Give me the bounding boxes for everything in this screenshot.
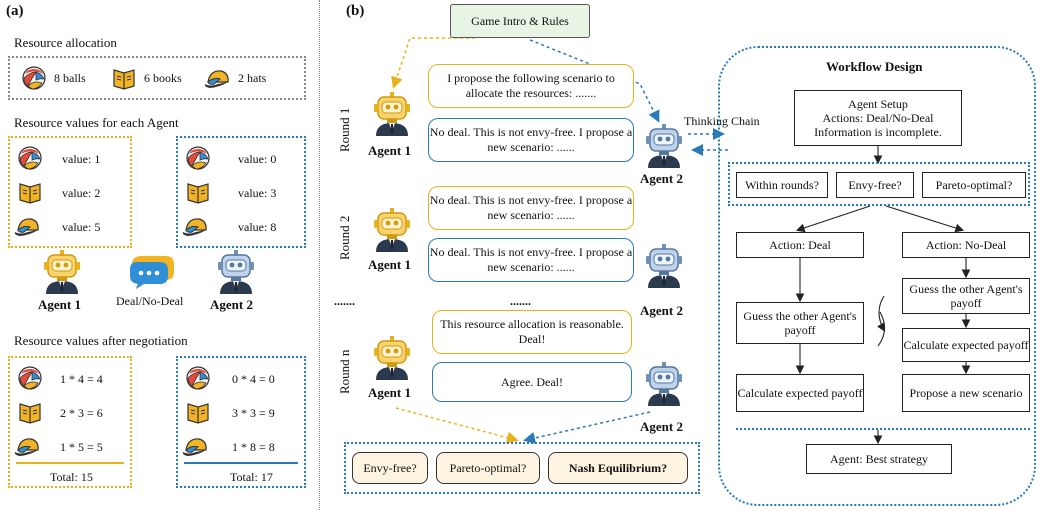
agent1-robot-icon xyxy=(373,208,411,252)
check-pareto-optimal: Pareto-optimal? xyxy=(436,452,540,484)
agent1-label-rn: Agent 1 xyxy=(368,385,411,400)
resource-allocation-box: 8 balls 6 books 2 hats xyxy=(8,56,306,100)
resource-allocation-title: Resource allocation xyxy=(14,35,117,50)
best-strategy-box: Agent: Best strategy xyxy=(806,444,952,474)
condition-envy-free: Envy-free? xyxy=(836,172,914,198)
agent1-label: Agent 1 xyxy=(38,297,81,312)
agent2-label-rn: Agent 2 xyxy=(640,419,683,434)
condition-within-rounds: Within rounds? xyxy=(736,172,828,198)
resource-books: 6 books xyxy=(144,71,182,85)
agent1-after-ball: 1 * 4 = 4 xyxy=(60,372,103,386)
agent2-robot-icon xyxy=(645,244,683,288)
agent1-after-box: 1 * 4 = 4 2 * 3 = 6 1 * 5 = 5 Total: 15 xyxy=(8,356,132,488)
guess-payoff-left: Guess the other Agent's payoff xyxy=(736,302,864,344)
action-nodeal-box: Action: No-Deal xyxy=(902,232,1030,258)
agent1-robot-icon xyxy=(373,92,411,136)
r2-agent2-message: No deal. This is not envy-free. I propos… xyxy=(428,238,634,282)
agent2-label: Agent 2 xyxy=(210,297,253,312)
workflow-title: Workflow Design xyxy=(826,59,923,74)
agent1-value-hat: value: 5 xyxy=(62,220,101,234)
agent1-total-divider xyxy=(16,462,124,464)
agent2-values-box: value: 0 value: 3 value: 8 xyxy=(176,136,306,248)
agent2-after-book: 3 * 3 = 9 xyxy=(232,406,275,420)
workflow-container xyxy=(718,46,1036,506)
resource-balls: 8 balls xyxy=(54,71,86,85)
calc-payoff-right: Calculate expected payoff xyxy=(902,328,1030,362)
chat-bubble-icon xyxy=(130,256,174,289)
r1-agent1-message: I propose the following scenario to allo… xyxy=(428,64,634,108)
after-negotiation-title: Resource values after negotiation xyxy=(14,333,188,348)
rn-agent2-message: Agree. Deal! xyxy=(432,362,632,402)
action-deal-box: Action: Deal xyxy=(736,232,864,258)
propose-scenario-box: Propose a new scenario xyxy=(902,374,1030,412)
game-intro-box: Game Intro & Rules xyxy=(450,4,590,38)
agent2-after-box: 0 * 4 = 0 3 * 3 = 9 1 * 8 = 8 Total: 17 xyxy=(176,356,306,488)
agent2-value-book: value: 3 xyxy=(238,186,277,200)
agent1-robot-icon xyxy=(373,336,411,380)
ellipsis-left: ....... xyxy=(334,294,355,308)
rn-agent1-message: This resource allocation is reasonable. … xyxy=(432,310,632,354)
agent2-after-ball: 0 * 4 = 0 xyxy=(232,372,275,386)
thinking-chain-label: Thinking Chain xyxy=(684,114,760,128)
agent2-total: Total: 17 xyxy=(230,470,273,484)
workflow-divider xyxy=(736,428,1030,430)
agent-setup-line2: Actions: Deal/No-Deal xyxy=(822,111,934,125)
r2-agent1-message: No deal. This is not envy-free. I propos… xyxy=(428,186,634,230)
agent1-total: Total: 15 xyxy=(50,470,93,484)
panel-a-label: (a) xyxy=(6,3,24,19)
agent1-after-hat: 1 * 5 = 5 xyxy=(60,440,103,454)
agent2-value-hat: value: 8 xyxy=(238,220,277,234)
agent2-label-r1: Agent 2 xyxy=(640,171,683,186)
agent-setup-box: Agent Setup Actions: Deal/No-Deal Inform… xyxy=(794,90,962,146)
guess-payoff-right: Guess the other Agent's payoff xyxy=(902,278,1030,314)
agent-setup-line1: Agent Setup xyxy=(848,97,908,111)
agent1-value-ball: value: 1 xyxy=(62,152,101,166)
roundn-label: Round n xyxy=(337,349,352,394)
agent1-after-book: 2 * 3 = 6 xyxy=(60,406,103,420)
agent2-total-divider xyxy=(184,462,298,464)
agent-setup-line3: Information is incomplete. xyxy=(814,125,942,139)
resource-hats: 2 hats xyxy=(238,71,267,85)
conditions-box: Within rounds? Envy-free? Pareto-optimal… xyxy=(728,162,1030,206)
agent2-label-r2: Agent 2 xyxy=(640,303,683,318)
calc-payoff-left: Calculate expected payoff xyxy=(736,374,864,412)
panel-b-label: (b) xyxy=(346,3,365,19)
agent1-label-r1: Agent 1 xyxy=(368,143,411,158)
deal-nodeal-label: Deal/No-Deal xyxy=(116,294,184,308)
final-checks-box: Envy-free? Pareto-optimal? Nash Equilibr… xyxy=(344,442,700,494)
agent2-robot-icon xyxy=(645,124,683,168)
condition-pareto-optimal: Pareto-optimal? xyxy=(922,172,1026,198)
check-envy-free: Envy-free? xyxy=(352,452,428,484)
panel-separator xyxy=(319,0,320,510)
check-nash-equilibrium: Nash Equilibrium? xyxy=(548,452,688,484)
agent1-value-book: value: 2 xyxy=(62,186,101,200)
agent2-after-hat: 1 * 8 = 8 xyxy=(232,440,275,454)
r1-agent2-message: No deal. This is not envy-free. I propos… xyxy=(428,118,634,162)
round1-label: Round 1 xyxy=(337,107,352,152)
agent2-value-ball: value: 0 xyxy=(238,152,277,166)
agent1-label-r2: Agent 1 xyxy=(368,257,411,272)
agent1-values-box: value: 1 value: 2 value: 5 xyxy=(8,136,132,248)
ellipsis-mid: ....... xyxy=(510,294,531,308)
round2-label: Round 2 xyxy=(337,215,352,260)
resource-values-title: Resource values for each Agent xyxy=(14,115,179,130)
agent2-robot-icon xyxy=(645,362,683,406)
